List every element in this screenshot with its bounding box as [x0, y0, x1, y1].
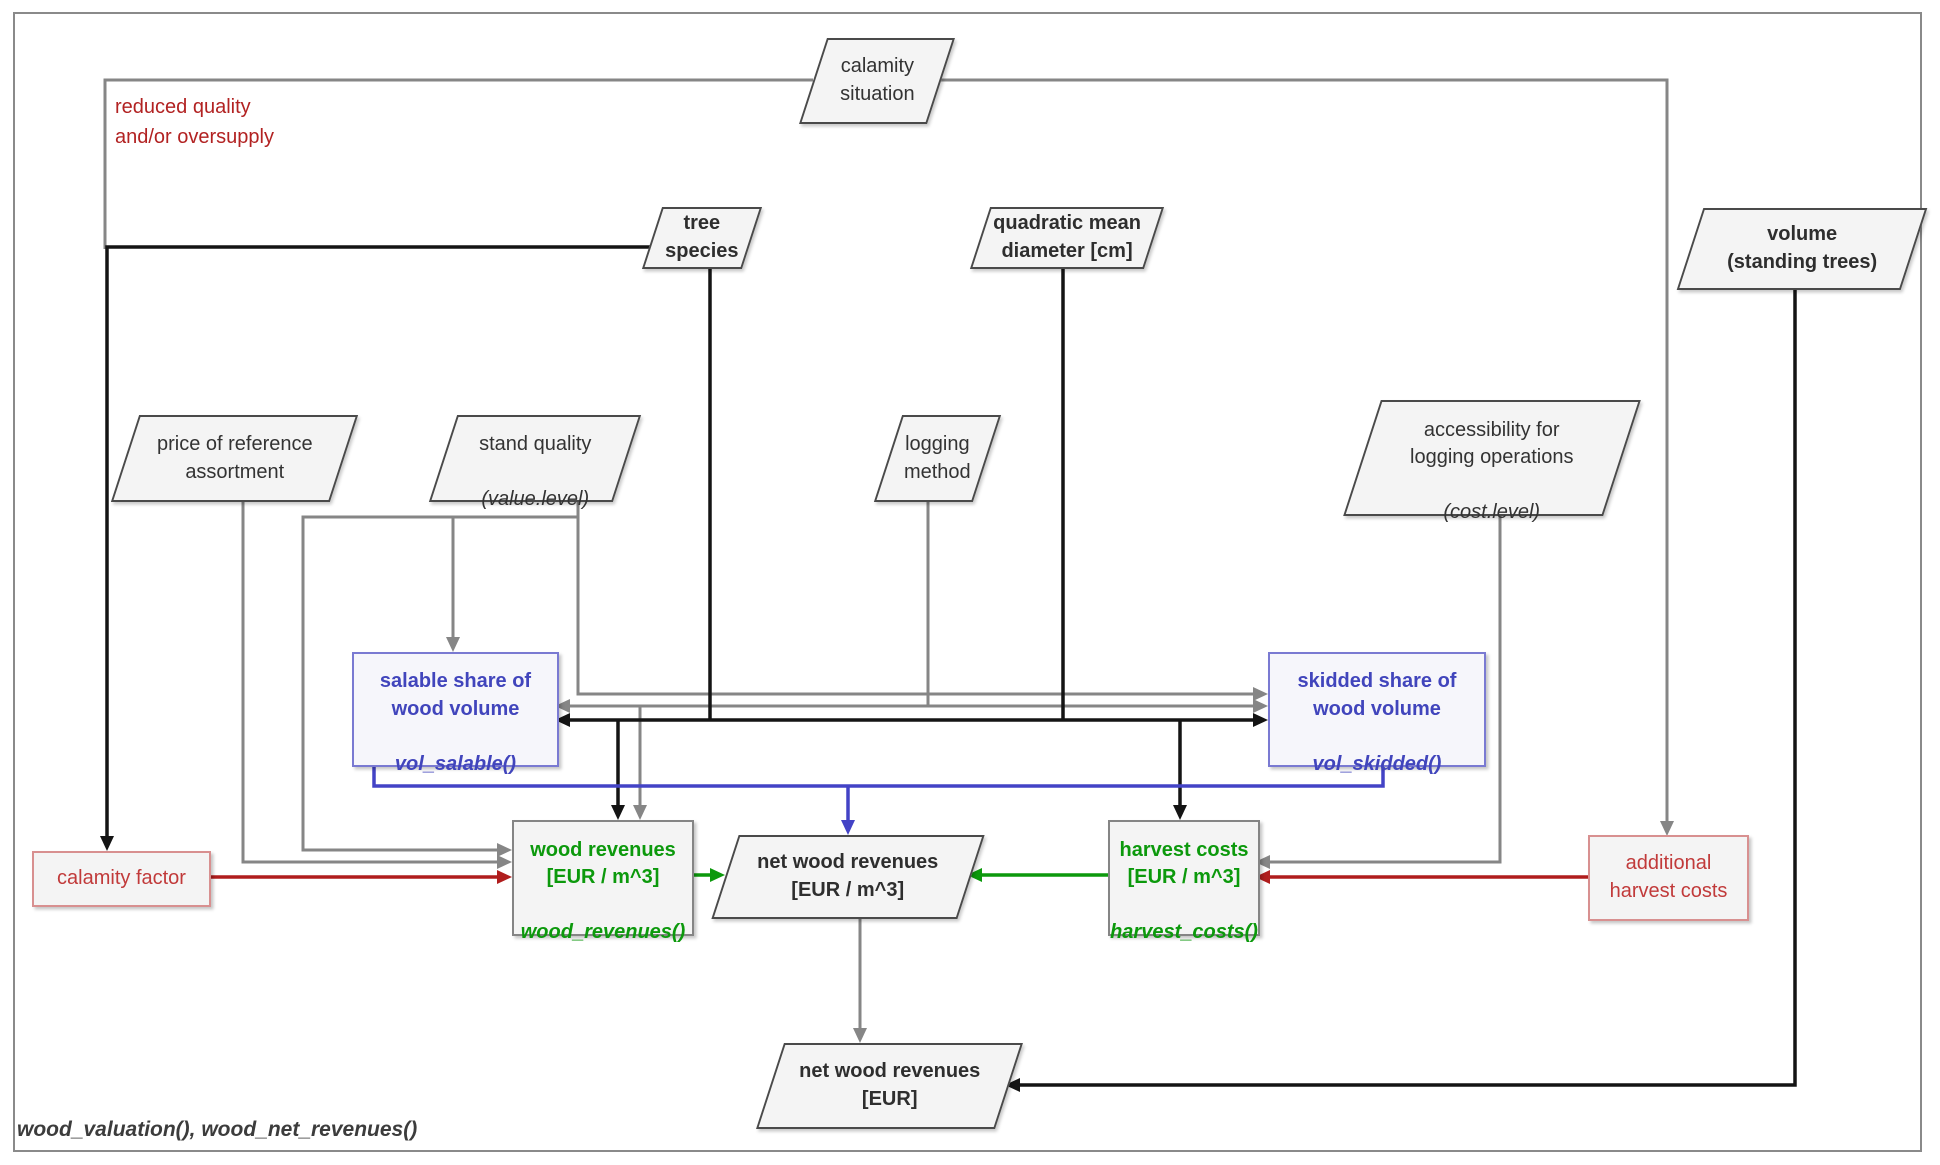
- input-logging-method-label: logging method: [904, 432, 971, 483]
- arrow-into-wood-revenues-top-black: [611, 805, 625, 820]
- arrow-into-skidded-left-gray: [1253, 699, 1268, 713]
- edge-stand-quality-to-skidded: [576, 498, 1254, 696]
- arrow-into-calamity-factor-top: [100, 836, 114, 851]
- arrow-into-harvest-costs-top-black: [1173, 805, 1187, 820]
- input-volume-standing-trees-label: volume (standing trees): [1726, 223, 1878, 273]
- arrow-into-net-m3-right-green: [967, 868, 982, 882]
- stand-quality-line1: stand quality: [478, 432, 592, 455]
- figure-border: [13, 12, 1922, 1152]
- wood-revenues-fn: wood_revenues(): [520, 921, 686, 944]
- arrow-into-salable-right-gray: [555, 699, 570, 713]
- modifier-calamity-factor-label: calamity factor: [57, 867, 186, 890]
- vol-skidded-text: skidded share of wood volume: [1297, 670, 1457, 720]
- arrow-into-net-m3-top-blue: [841, 820, 855, 835]
- arrow-into-salable-top: [446, 637, 460, 652]
- input-accessibility-label: accessibility for logging operations (co…: [1410, 389, 1573, 527]
- arrow-into-additional-costs-top: [1660, 821, 1674, 836]
- arrow-into-salable-right-black: [555, 713, 570, 727]
- arrow-into-wood-revenues-left-mid: [497, 855, 512, 869]
- input-accessibility: accessibility for logging operations (co…: [1343, 400, 1641, 523]
- arrow-into-wood-revenues-top-gray: [633, 805, 647, 820]
- function-vol-skidded: skidded share of wood volume vol_skidded…: [1268, 652, 1486, 775]
- figure-caption-functions: wood_valuation(), wood_net_revenues(): [17, 1118, 418, 1141]
- input-tree-species-label: tree species: [665, 212, 739, 262]
- function-vol-salable-label: salable share of wood volume vol_salable…: [380, 641, 531, 779]
- vol-salable-text: salable share of wood volume: [379, 670, 532, 720]
- input-stand-quality: stand quality (value.level): [428, 415, 642, 510]
- edge-tree-species-to-calamity-factor: [105, 245, 652, 837]
- stand-quality-line2: (value.level): [481, 488, 589, 511]
- input-volume-standing-trees: volume (standing trees): [1676, 208, 1928, 290]
- output-net-wood-revenues-total-label: net wood revenues [EUR]: [798, 1060, 981, 1110]
- vol-salable-fn: vol_salable(): [394, 752, 517, 775]
- function-wood-revenues: wood revenues [EUR / m^3] wood_revenues(…: [512, 820, 694, 943]
- edge-calamity-to-calamity-factor: [103, 78, 813, 249]
- input-stand-quality-label: stand quality (value.level): [479, 403, 591, 513]
- accessibility-lines: accessibility for logging operations: [1410, 418, 1574, 469]
- input-calamity-situation-label: calamity situation: [839, 55, 915, 105]
- modifier-calamity-factor: calamity factor: [32, 851, 211, 907]
- output-net-wood-revenues-m3: net wood revenues [EUR / m^3]: [711, 835, 985, 919]
- input-price-reference-assortment-label: price of reference assortment: [156, 432, 313, 483]
- calamity-effect-note: reduced quality and/or oversupply: [115, 96, 274, 148]
- arrow-into-skidded-left-upper: [1253, 687, 1268, 701]
- arrow-into-wood-revenues-left-upper: [497, 843, 512, 857]
- function-vol-skidded-label: skidded share of wood volume vol_skidded…: [1298, 641, 1457, 779]
- modifier-additional-harvest-costs: additional harvest costs: [1588, 835, 1749, 921]
- arrow-into-net-m3-left-green: [710, 868, 725, 882]
- modifier-additional-harvest-costs-label: additional harvest costs: [1609, 852, 1728, 902]
- arrow-into-skidded-left-black: [1253, 713, 1268, 727]
- input-tree-species: tree species: [641, 207, 763, 269]
- accessibility-level: (cost.level): [1443, 501, 1541, 524]
- harvest-costs-fn: harvest_costs(): [1110, 921, 1258, 944]
- arrow-into-harvest-costs-right-gray: [1255, 855, 1270, 869]
- edge-accessibility-to-harvest-costs: [1269, 512, 1502, 864]
- arrow-into-net-eur-top: [853, 1028, 867, 1043]
- function-harvest-costs: harvest costs [EUR / m^3] harvest_costs(…: [1108, 820, 1260, 943]
- function-harvest-costs-label: harvest costs [EUR / m^3] harvest_costs(…: [1110, 809, 1258, 947]
- output-net-wood-revenues-total: net wood revenues [EUR]: [756, 1043, 1023, 1129]
- edge-calamity-to-additional-costs: [937, 78, 1669, 822]
- edge-volume-to-net-eur: [1019, 286, 1797, 1087]
- function-wood-revenues-label: wood revenues [EUR / m^3] wood_revenues(…: [521, 809, 685, 947]
- arrow-into-net-eur-right: [1005, 1078, 1020, 1092]
- input-quadratic-mean-diameter: quadratic mean diameter [cm]: [969, 207, 1165, 269]
- edge-price-ref-to-wood-revenues: [241, 498, 498, 864]
- edge-shares-join: [372, 763, 1385, 788]
- arrow-into-harvest-costs-right-red: [1255, 870, 1270, 884]
- function-vol-salable: salable share of wood volume vol_salable…: [352, 652, 559, 775]
- edge-stand-quality-to-wood-revenues: [301, 515, 578, 852]
- input-quadratic-mean-diameter-label: quadratic mean diameter [cm]: [993, 212, 1141, 262]
- arrow-into-wood-revenues-left-red: [497, 870, 512, 884]
- wood-revenues-text: wood revenues [EUR / m^3]: [530, 838, 676, 889]
- output-net-wood-revenues-m3-label: net wood revenues [EUR / m^3]: [757, 851, 939, 901]
- harvest-costs-text: harvest costs [EUR / m^3]: [1119, 838, 1249, 889]
- vol-skidded-fn: vol_skidded(): [1312, 752, 1442, 775]
- input-price-reference-assortment: price of reference assortment: [110, 415, 359, 502]
